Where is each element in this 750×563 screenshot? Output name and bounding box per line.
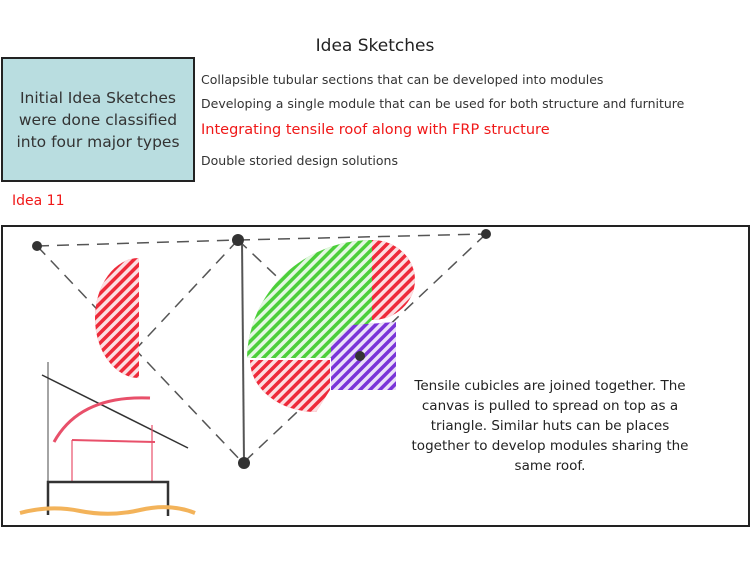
type-item: Developing a single module that can be u… xyxy=(201,96,685,111)
info-box-text: Initial Idea Sketches were done classifi… xyxy=(16,88,180,151)
idea-label: Idea 11 xyxy=(12,193,65,209)
type-item: Double storied design solutions xyxy=(201,153,398,168)
page-title: Idea Sketches xyxy=(315,36,435,56)
type-item: Collapsible tubular sections that can be… xyxy=(201,72,604,87)
sketch-caption: Tensile cubicles are joined together. Th… xyxy=(411,378,689,474)
info-box: Initial Idea Sketches were done classifi… xyxy=(1,57,195,182)
section-sketch xyxy=(19,362,196,516)
mast-line xyxy=(241,239,245,464)
sketch-frame xyxy=(1,225,750,527)
anchor-points xyxy=(32,229,491,469)
type-item-highlighted: Integrating tensile roof along with FRP … xyxy=(201,122,550,138)
